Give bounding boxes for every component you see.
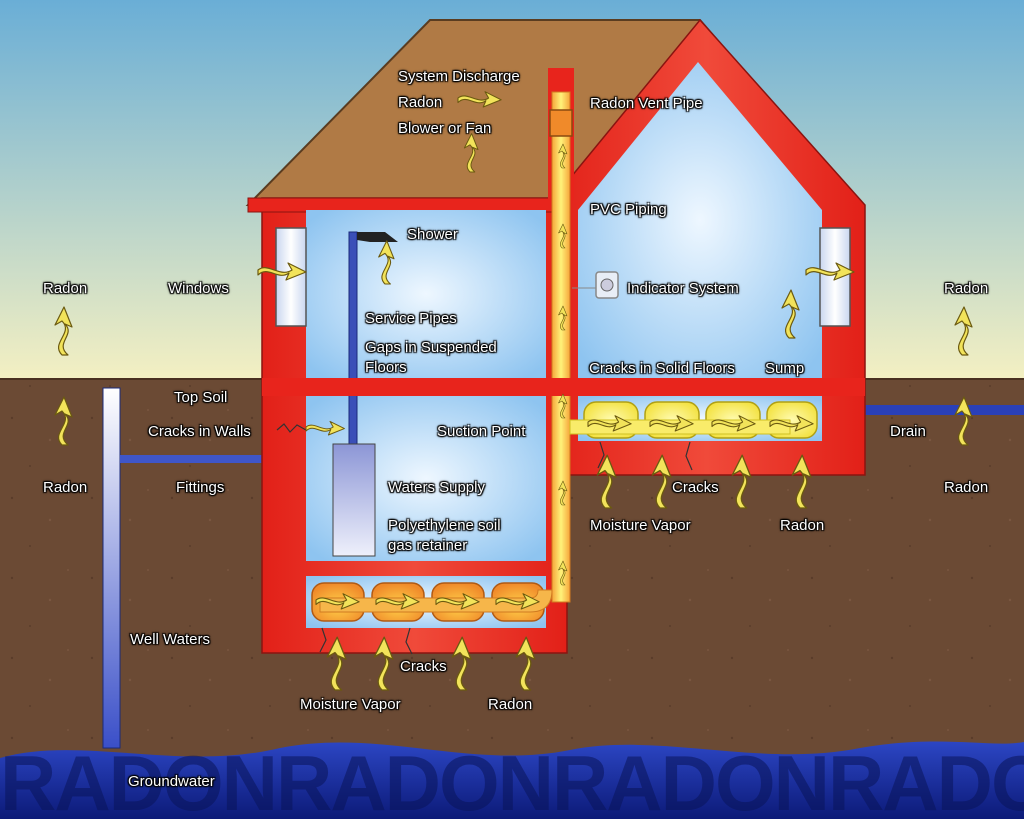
label-windows: Windows — [168, 280, 229, 297]
label-radon-roof: Radon — [398, 94, 443, 111]
label-top-soil: Top Soil — [174, 389, 228, 406]
label-waters-supply: Waters Supply — [388, 479, 485, 496]
label-shower: Shower — [407, 226, 458, 243]
label-polyethylene: Polyethylene soil gas retainer — [388, 517, 501, 554]
watermark: RADONRADONRADONRADONRADON — [0, 739, 1024, 819]
blower-fan — [549, 109, 573, 137]
label-sump: Sump — [765, 360, 805, 377]
label-cracks-solid-floors: Cracks in Solid Floors — [589, 360, 735, 377]
label-groundwater: Groundwater — [128, 773, 215, 790]
floor-cracks — [319, 441, 693, 655]
label-radon-left-air: Radon — [43, 280, 88, 297]
label-fittings: Fittings — [176, 479, 225, 496]
label-moisture-vapor-left: Moisture Vapor — [300, 696, 401, 713]
label-cracks-left: Cracks — [400, 658, 447, 675]
label-radon-left-basement: Radon — [488, 696, 533, 713]
groundwater-layer — [0, 741, 1024, 819]
label-radon-vent-pipe: Radon Vent Pipe — [590, 95, 703, 112]
shower-head — [349, 232, 398, 242]
right-room — [578, 62, 822, 378]
water-tank — [332, 443, 376, 557]
label-radon-right-basement: Radon — [780, 517, 825, 534]
drain-pipe — [800, 405, 1024, 415]
label-cracks-right: Cracks — [672, 479, 719, 496]
label-cracks-in-walls: Cracks in Walls — [148, 423, 251, 440]
upper-room — [306, 210, 546, 378]
label-indicator-system: Indicator System — [627, 280, 739, 297]
label-suction-point: Suction Point — [437, 423, 526, 440]
wall-crack — [276, 423, 307, 433]
label-drain: Drain — [890, 423, 926, 440]
radon-vent-pipe — [319, 68, 791, 613]
label-radon-left-ground: Radon — [43, 479, 88, 496]
label-gaps-suspended-floors: Gaps in Suspended Floors — [365, 339, 497, 376]
water-line — [120, 455, 325, 463]
label-system-discharge: System Discharge — [398, 68, 520, 85]
label-radon-right-ground: Radon — [944, 479, 989, 496]
label-moisture-vapor-right: Moisture Vapor — [590, 517, 691, 534]
label-radon-right-air: Radon — [944, 280, 989, 297]
label-pvc-piping: PVC Piping — [590, 201, 667, 218]
well-pipe — [102, 387, 121, 749]
label-blower-fan: Blower or Fan — [398, 120, 492, 137]
service-pipe — [332, 231, 398, 557]
label-service-pipes: Service Pipes — [365, 310, 457, 327]
label-well-waters: Well Waters — [130, 631, 211, 648]
